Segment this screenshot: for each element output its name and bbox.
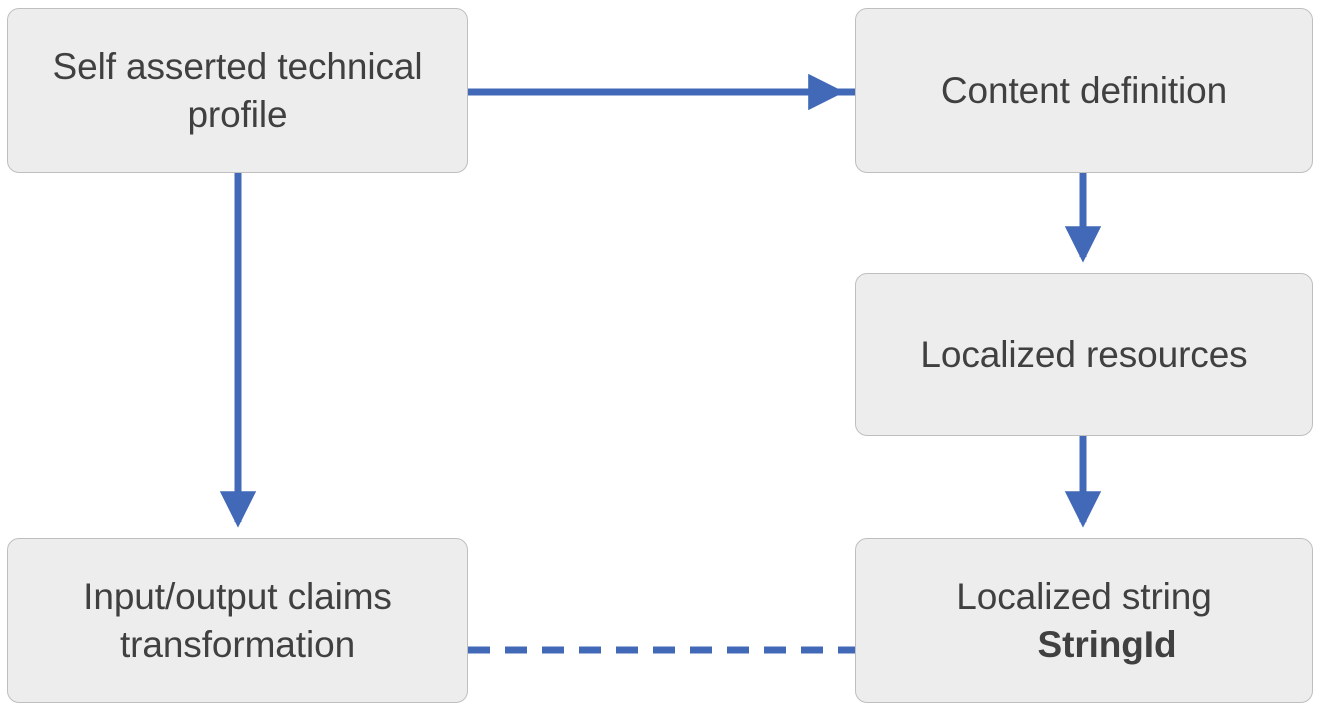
- node-label: Localized resources: [874, 331, 1294, 378]
- node-input-output-claims-transformation[interactable]: Input/output claims transformation: [7, 538, 468, 703]
- node-label: Localized string StringId: [874, 573, 1294, 668]
- node-label: Content definition: [874, 67, 1294, 114]
- node-content-definition[interactable]: Content definition: [855, 8, 1313, 173]
- node-label: Input/output claims transformation: [26, 573, 449, 668]
- node-localized-string[interactable]: Localized string StringId: [855, 538, 1313, 703]
- node-label-line: Localized string: [956, 576, 1212, 618]
- node-label-line: Content definition: [940, 69, 1228, 111]
- node-label-line: Localized resources: [920, 333, 1248, 375]
- node-label: Self asserted technical profile: [26, 43, 449, 138]
- node-label-line: profile: [187, 93, 288, 135]
- node-label-line-string-id: StringId: [1037, 623, 1177, 665]
- node-label-line: transformation: [119, 623, 356, 665]
- node-self-asserted-technical-profile[interactable]: Self asserted technical profile: [7, 8, 468, 173]
- node-localized-resources[interactable]: Localized resources: [855, 273, 1313, 436]
- node-label-line: Input/output claims: [83, 576, 392, 618]
- node-label-line: Self asserted technical: [52, 46, 423, 88]
